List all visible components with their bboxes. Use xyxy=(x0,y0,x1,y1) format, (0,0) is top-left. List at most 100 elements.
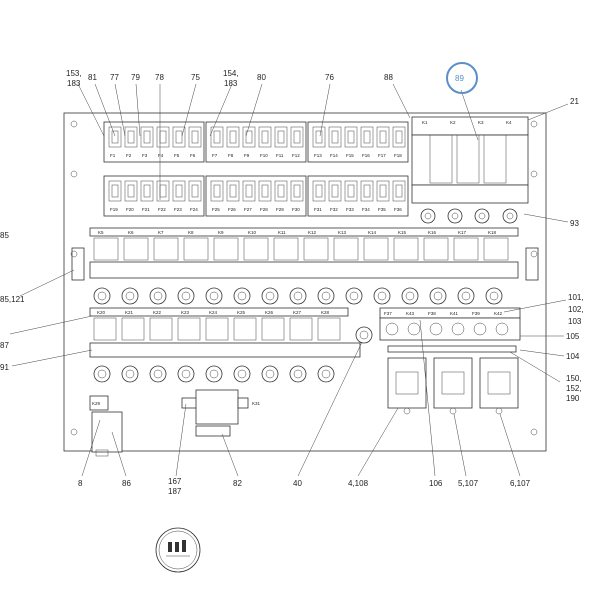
round-terminal xyxy=(373,287,391,305)
callout-78: 78 xyxy=(155,73,164,82)
fuse-label: F2 xyxy=(126,153,132,158)
relay-label: K26 xyxy=(265,310,274,315)
terminal-screw xyxy=(502,208,518,224)
round-terminal xyxy=(177,365,195,383)
round-terminal-center xyxy=(237,369,247,379)
relay-label: K6 xyxy=(128,230,134,235)
stamp-logo xyxy=(155,527,201,573)
small-fuse-label: K41 xyxy=(450,311,459,316)
terminal-screw-row xyxy=(420,208,518,224)
round-terminal xyxy=(457,287,475,305)
fuse-element xyxy=(175,130,183,144)
fuse-element xyxy=(293,184,301,198)
round-terminal xyxy=(93,287,111,305)
relay xyxy=(183,237,209,261)
fuse-element xyxy=(213,184,221,198)
relay xyxy=(363,237,389,261)
fuse-element xyxy=(143,184,151,198)
relay-label: K11 xyxy=(278,230,286,235)
mounting-screw xyxy=(70,120,78,128)
round-terminal-center xyxy=(125,369,135,379)
relay-label: K8 xyxy=(188,230,194,235)
fuse-label: F27 xyxy=(244,207,252,212)
small-fuse-label: F39 xyxy=(472,311,480,316)
callout-5-107: 5,107 xyxy=(458,479,479,488)
fuse xyxy=(328,180,342,202)
round-terminal-center xyxy=(265,291,275,301)
relay xyxy=(303,237,329,261)
callout-183b: 183 xyxy=(224,79,238,88)
fuse-element xyxy=(261,130,269,144)
fuse xyxy=(226,180,240,202)
round-terminal xyxy=(261,365,279,383)
relay-label: K2 xyxy=(450,120,456,125)
terminal-screw-center xyxy=(424,212,432,220)
fuse-element xyxy=(331,184,339,198)
fuse-label: F20 xyxy=(126,207,134,212)
relay xyxy=(261,317,285,341)
round-terminal-center xyxy=(153,291,163,301)
fuse-label: F26 xyxy=(228,207,236,212)
small-fuse-label: F37 xyxy=(384,311,392,316)
fuse xyxy=(172,180,186,202)
fuse xyxy=(290,126,304,148)
k31-label: K31 xyxy=(252,401,261,406)
round-terminal-center xyxy=(97,369,107,379)
relay xyxy=(213,237,239,261)
round-terminal xyxy=(93,365,111,383)
leader-lines xyxy=(9,83,569,477)
mounting-screw xyxy=(70,428,78,436)
small-fuse xyxy=(473,322,487,336)
round-terminal xyxy=(177,287,195,305)
callout-75: 75 xyxy=(191,73,200,82)
fuse-element xyxy=(127,184,135,198)
fuse xyxy=(172,126,186,148)
callout-187: 187 xyxy=(168,487,182,496)
fuse xyxy=(124,126,138,148)
relay-label: K10 xyxy=(248,230,257,235)
relay-label: K16 xyxy=(428,230,437,235)
round-terminal-center xyxy=(153,369,163,379)
relay-label: K15 xyxy=(398,230,407,235)
terminal-screw-center xyxy=(451,212,459,220)
fuse xyxy=(344,126,358,148)
fuse-label: F9 xyxy=(244,153,250,158)
callout-152: 152, xyxy=(566,384,582,393)
fuse-element xyxy=(315,184,323,198)
callout-105: 105 xyxy=(566,332,580,341)
callout-103: 103 xyxy=(568,317,582,326)
fuse-element xyxy=(261,184,269,198)
fuse-label: F16 xyxy=(362,153,370,158)
round-terminal-row xyxy=(93,287,503,305)
fuse-label: F13 xyxy=(314,153,322,158)
round-terminal xyxy=(205,287,223,305)
fuse-element xyxy=(191,184,199,198)
fuse-element xyxy=(229,130,237,144)
rail-end-left xyxy=(71,247,85,281)
fuse xyxy=(124,180,138,202)
round-terminal xyxy=(289,365,307,383)
round-terminal-center xyxy=(181,369,191,379)
relay xyxy=(177,317,201,341)
fuse-label: F8 xyxy=(228,153,234,158)
fuse-label: F30 xyxy=(292,207,300,212)
round-terminal-center xyxy=(125,291,135,301)
fuse xyxy=(108,126,122,148)
callout-79: 79 xyxy=(131,73,140,82)
fuse-label: F25 xyxy=(212,207,220,212)
round-terminal-center xyxy=(349,291,359,301)
fuse-label: F10 xyxy=(260,153,268,158)
round-terminal-center xyxy=(97,291,107,301)
fuse xyxy=(312,126,326,148)
fuse-element xyxy=(363,184,371,198)
fuse-label: F18 xyxy=(394,153,402,158)
fuse xyxy=(156,126,170,148)
fuse-label: F32 xyxy=(330,207,338,212)
fuse xyxy=(156,180,170,202)
round-terminal xyxy=(205,365,223,383)
callout-93: 93 xyxy=(570,219,579,228)
fuse xyxy=(188,180,202,202)
relay xyxy=(205,317,229,341)
mounting-screw xyxy=(70,250,78,258)
